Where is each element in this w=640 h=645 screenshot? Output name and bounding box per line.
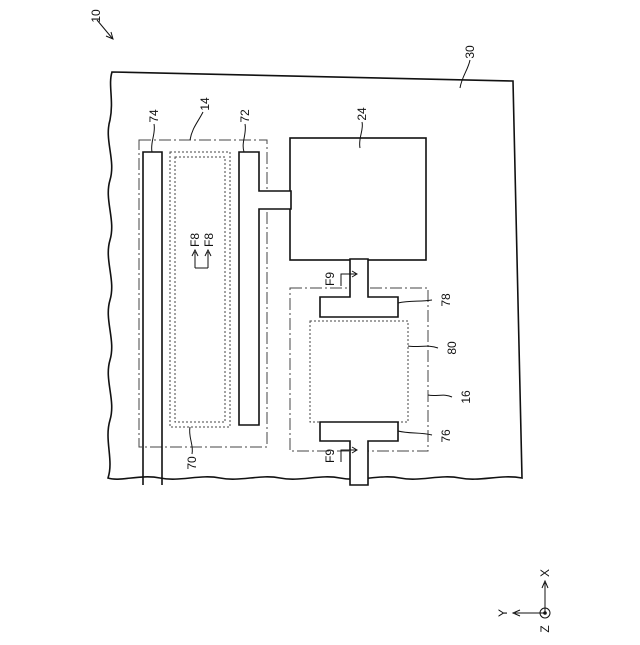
ref-70-label: 70	[185, 456, 199, 470]
ref-78-label: 78	[439, 293, 453, 307]
y-axis-label: Y	[496, 609, 510, 617]
z-axis-label: Z	[538, 625, 552, 632]
ref-74-label: 74	[147, 109, 161, 123]
ref-72-label: 72	[238, 109, 252, 123]
leader-70	[190, 427, 193, 454]
leader-80	[408, 346, 438, 348]
leader-74	[152, 124, 155, 152]
ref-30-label: 30	[463, 45, 477, 59]
section-f9-bottom-label: F9	[323, 449, 337, 463]
block-24	[290, 138, 426, 260]
ref-14-label: 14	[198, 97, 212, 111]
section-f9-top-label: F9	[323, 272, 337, 286]
ref-80-label: 80	[445, 341, 459, 355]
conductor-72	[239, 152, 291, 425]
line-70-inner	[175, 157, 225, 422]
leader-30	[460, 60, 470, 88]
ref-10-label: 10	[89, 9, 103, 23]
axes-indicator: X Y Z	[496, 569, 552, 633]
leader-78	[398, 300, 432, 303]
leader-72	[243, 124, 245, 152]
area-80-boundary	[310, 321, 408, 422]
section-f8-arrow-a	[192, 250, 198, 268]
ref-16-label: 16	[459, 390, 473, 404]
section-f8-label-a: F8	[188, 233, 202, 247]
substrate-30-outline	[108, 72, 522, 479]
section-f8-label-b: F8	[202, 233, 216, 247]
section-f8-arrow-b	[205, 250, 211, 268]
ref-24-label: 24	[355, 107, 369, 121]
leader-76	[398, 431, 432, 435]
x-axis-label: X	[538, 569, 552, 577]
ref-76-label: 76	[439, 429, 453, 443]
conductor-74	[143, 152, 162, 485]
line-70-outer	[170, 152, 230, 427]
z-axis-dot	[543, 611, 547, 615]
leader-14	[190, 112, 203, 140]
leader-16	[428, 395, 452, 397]
